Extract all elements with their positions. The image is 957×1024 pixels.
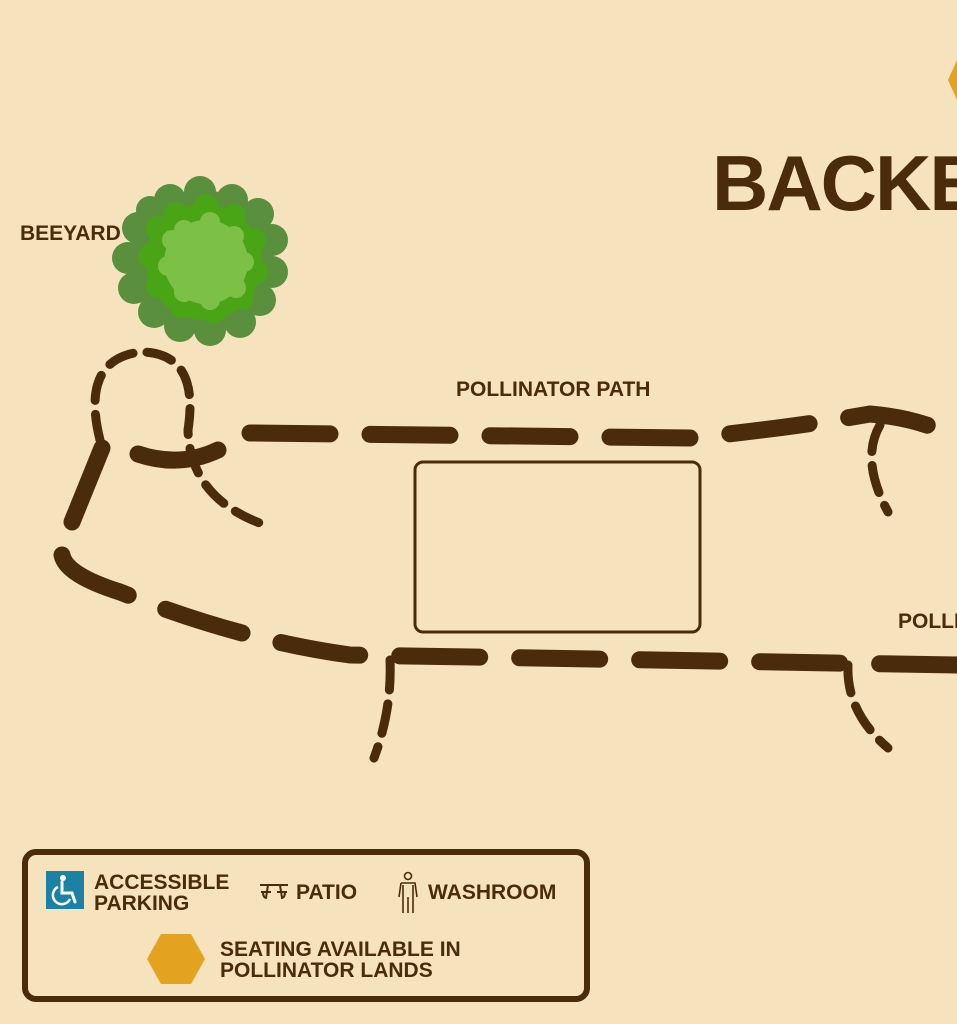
beeyard-label: BEEYARD [20, 222, 121, 245]
picnic-table-icon [258, 880, 290, 907]
beeyard-tree-icon [112, 176, 288, 346]
legend-washroom-label: WASHROOM [428, 881, 557, 904]
garden-plot-outline [413, 460, 702, 634]
lower-path [53, 546, 957, 674]
spur-path-2 [867, 420, 893, 517]
pollinator-path-label-partial: POLLI [898, 610, 957, 633]
left-connector-path [63, 439, 111, 531]
accessible-icon [46, 871, 84, 909]
spur-path-1 [369, 655, 395, 763]
legend-accessible-line2: PARKING [94, 892, 190, 915]
legend-accessible-line1: ACCESSIBLE [94, 871, 230, 894]
map-legend: ACCESSIBLE PARKING PATIO WASHROOM SEATIN… [22, 849, 590, 1002]
loop-connector-path [129, 441, 227, 469]
pollinator-path-lines [53, 347, 957, 763]
map-title: BACKE [712, 139, 957, 227]
pollinator-path-label: POLLINATOR PATH [456, 378, 651, 401]
legend-seating-label: SEATING AVAILABLE IN POLLINATOR LANDS [220, 939, 461, 981]
legend-patio-label: PATIO [296, 881, 358, 904]
upper-path [241, 405, 957, 447]
person-icon [396, 871, 420, 920]
legend-seating-line1: SEATING AVAILABLE IN [220, 938, 461, 961]
legend-seating-line2: POLLINATOR LANDS [220, 959, 433, 982]
legend-accessible-parking-label: ACCESSIBLE PARKING [94, 872, 229, 914]
beeyard-loop-path [90, 347, 273, 531]
seating-hexagon-partial [948, 60, 957, 100]
hexagon-icon [146, 933, 206, 990]
spur-path-3 [843, 660, 893, 753]
